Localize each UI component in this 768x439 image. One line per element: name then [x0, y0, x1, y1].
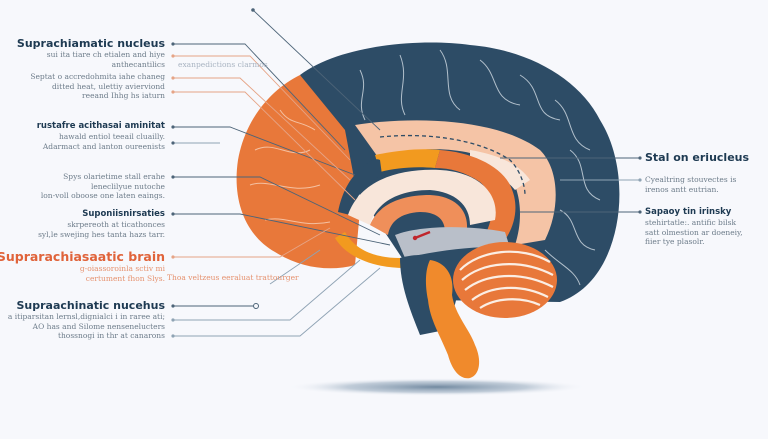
label-title: Stal on eriucleus [645, 151, 750, 164]
label-block-4: Spys olarietime stall erahe leneclilyue … [0, 172, 165, 201]
label-line: sui ita tiare ch etialen and hiye [46, 50, 165, 59]
label-line: a itiparsitan lernsl,dignialci i in rare… [7, 312, 165, 321]
floor-shadow [287, 378, 587, 396]
label-line: Adarmact and lanton oureenists [42, 141, 165, 151]
label-line: g-oiassoroinla sctiv mi [79, 264, 165, 273]
label-title: Suprarachiasaatic brain [0, 249, 165, 264]
label-suponiisnirsaties: Suponiisnirsaties skrpereoth at ticathon… [0, 209, 165, 239]
label-line: thossnogi in thr at canarons [57, 331, 165, 340]
label-suprachiamatic-nucleus: Suprachiamatic nucleus sui ita tiare ch … [0, 37, 165, 69]
label-line: Septat o accredohmita iahe chaneg [30, 72, 165, 81]
label-line: irenos antt eutrian. [645, 184, 719, 194]
label-title: Suprachiamatic nucleus [16, 37, 165, 50]
dashed-path [379, 134, 526, 196]
side-note-top: exanpedictions clarmos [178, 60, 288, 70]
ring-cream [470, 150, 530, 190]
label-title: Supraachinatic nucehus [16, 299, 165, 312]
side-note-text: exanpedictions clarmos [178, 60, 268, 69]
label-line: satt olmestion ar doeneiy, [645, 227, 743, 237]
label-line: AO has and Silome nensenelucters [32, 321, 165, 331]
label-line: ditted heat, ulettiy avierviond [51, 81, 165, 91]
label-line: fiier tye plasolr. [645, 237, 705, 246]
label-line: Cyealtring stouvectes is [645, 175, 737, 184]
brainstem-orange [425, 260, 480, 379]
label-title: Sapaoy tin irinsky [645, 207, 732, 217]
label-line: leneclilyue nutoche [90, 181, 165, 191]
red-marker [414, 230, 431, 240]
label-line: hawald entiol teeail cluailly. [58, 132, 165, 141]
label-line: lon-voll oboose one laten eaings. [40, 191, 165, 200]
label-supraachinatic-nucehus: Supraachinatic nucehus a itiparsitan ler… [0, 299, 165, 341]
label-right-block-2: Cyealtring stouvectes is irenos antt eut… [645, 175, 765, 194]
cerebellum [453, 242, 557, 318]
lower-band-amber [335, 232, 405, 268]
label-line: reeand Ihhg hs iaturn [82, 91, 165, 100]
label-sapaoy-tin-irinsky: Sapaoy tin irinsky stehirtatle:. antific… [645, 207, 765, 247]
label-line: syl,le swejing hes tanta hazs tarr. [38, 229, 165, 239]
ring-navy-thin [338, 159, 382, 215]
label-block-2: Septat o accredohmita iahe chaneg ditted… [0, 72, 165, 101]
label-line: Spys olarietime stall erahe [63, 172, 165, 181]
label-rustafre: rustafre acithasai aminitat hawald entio… [0, 121, 165, 151]
label-suprarachiasaatic-brain: Suprarachiasaatic brain g-oiassoroinla s… [0, 249, 165, 283]
ring-cream-inner [348, 169, 496, 225]
label-line: certument fhon Slys. [85, 273, 165, 283]
label-stal-on-eriucleus: Stal on eriucleus [645, 151, 765, 164]
side-note-brain: Thoa veltzeus eeraluat trattourger [167, 273, 327, 283]
label-line: anthecantilics [111, 59, 165, 69]
ring-orange-inner [370, 195, 468, 235]
label-line: skrpereoth at ticathonces [67, 220, 165, 229]
label-title: Suponiisnirsaties [82, 209, 165, 219]
ring-amber [375, 149, 440, 172]
label-line: stehirtatle:. antific bilsk [645, 218, 737, 227]
side-note-text: Thoa veltzeus eeraluat trattourger [167, 273, 299, 282]
label-title: rustafre acithasai aminitat [36, 121, 165, 131]
